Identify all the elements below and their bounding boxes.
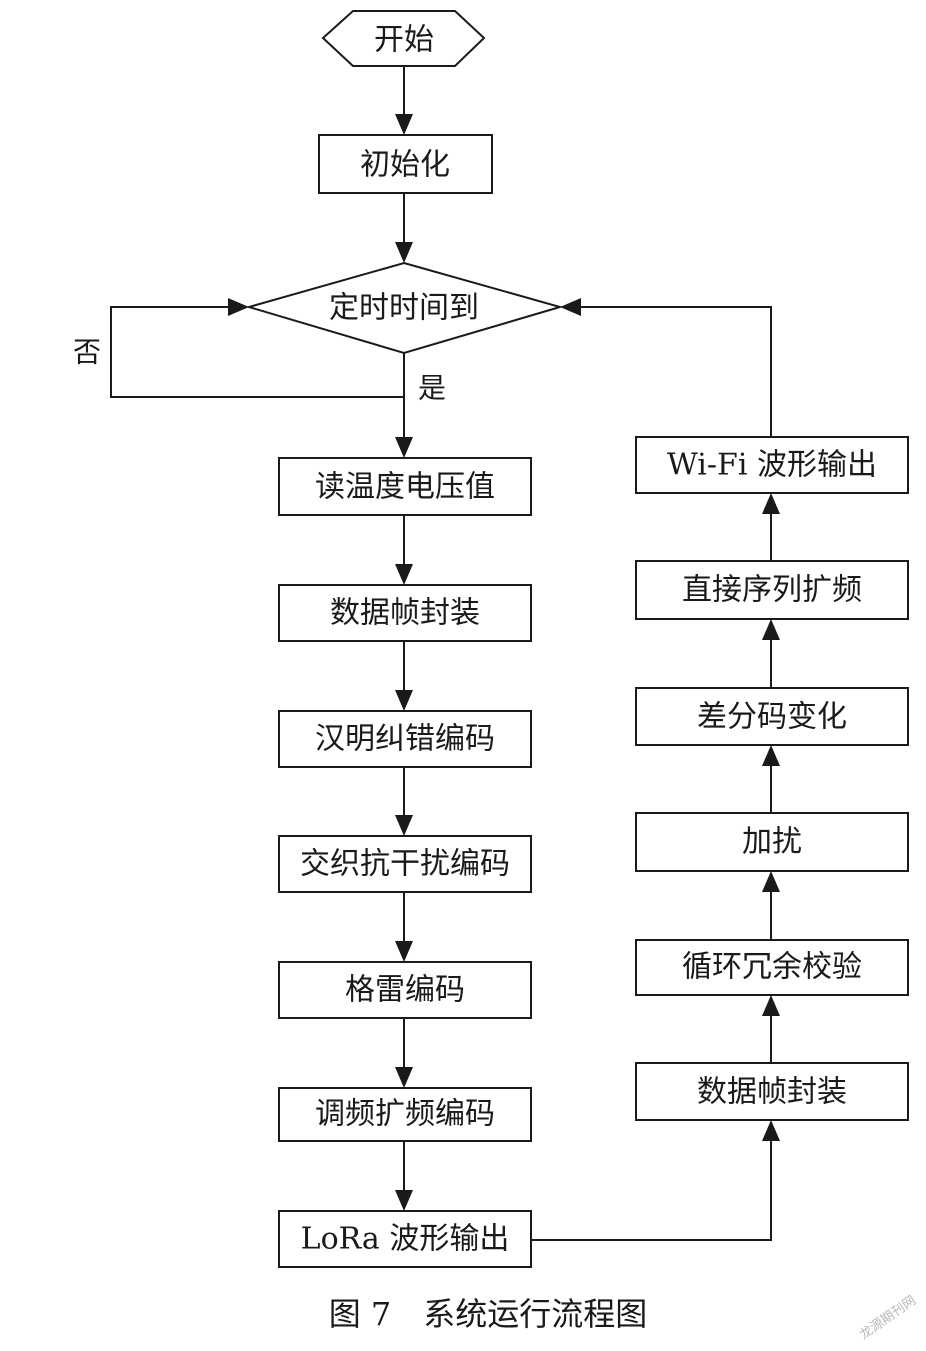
right-step-label: 循环冗余校验 (682, 950, 862, 985)
figure-caption: 图 7 系统运行流程图 (329, 1295, 648, 1333)
right-column: 数据帧封装 循环冗余校验 加扰 差分码变化 直接序列扩频 Wi-Fi 波形输出 (635, 436, 909, 1121)
connector-lora-to-right (531, 1141, 772, 1241)
connectors (110, 66, 772, 1241)
right-step: 循环冗余校验 (635, 939, 909, 996)
arrowhead (762, 619, 780, 640)
arrowhead (395, 437, 413, 458)
left-step: 读温度电压值 (278, 457, 532, 516)
left-step-label: 交织抗干扰编码 (300, 847, 510, 882)
start-terminal: 开始 (321, 10, 486, 67)
right-step-label: 加扰 (742, 825, 802, 860)
left-step: 汉明纠错编码 (278, 710, 532, 768)
left-step: 格雷编码 (278, 961, 532, 1019)
right-step: 数据帧封装 (635, 1062, 909, 1121)
arrowhead (395, 690, 413, 711)
connector-wifi-to-decision (581, 306, 772, 437)
start-label: 开始 (374, 23, 434, 58)
arrowheads (228, 114, 780, 1211)
left-step: 交织抗干扰编码 (278, 835, 532, 893)
left-column: 读温度电压值 数据帧封装 汉明纠错编码 交织抗干扰编码 格雷编码 调频扩频编码 … (278, 457, 532, 1268)
watermark: 龙源期刊网 (857, 1293, 919, 1343)
left-step-label: 数据帧封装 (330, 596, 480, 631)
left-step-label: LoRa 波形输出 (301, 1222, 510, 1257)
arrowhead (395, 1067, 413, 1088)
right-step: 直接序列扩频 (635, 560, 909, 620)
init-step: 初始化 (318, 134, 493, 194)
arrowhead (395, 815, 413, 836)
right-step: 差分码变化 (635, 687, 909, 746)
right-step-label: Wi-Fi 波形输出 (667, 448, 877, 483)
right-step: 加扰 (635, 812, 909, 872)
arrowhead (395, 564, 413, 585)
right-step: Wi-Fi 波形输出 (635, 436, 909, 494)
right-step-label: 直接序列扩频 (682, 573, 862, 608)
arrowhead (395, 114, 413, 135)
arrowhead (762, 1120, 780, 1141)
branch-no-label: 否 (73, 336, 101, 369)
arrowhead (395, 1190, 413, 1211)
branch-yes-label: 是 (418, 372, 446, 405)
left-step-label: 读温度电压值 (315, 470, 495, 505)
right-step-label: 差分码变化 (697, 700, 847, 735)
init-label: 初始化 (360, 148, 450, 183)
arrowhead (228, 298, 249, 316)
arrowhead (560, 298, 581, 316)
arrowhead (762, 493, 780, 514)
left-step-label: 汉明纠错编码 (315, 722, 495, 757)
arrowhead (762, 995, 780, 1016)
left-step: LoRa 波形输出 (278, 1210, 532, 1268)
decision-timer: 定时时间到 (245, 261, 564, 355)
left-step: 调频扩频编码 (278, 1087, 532, 1142)
right-step-label: 数据帧封装 (697, 1075, 847, 1110)
arrowhead (395, 941, 413, 962)
decision-label: 定时时间到 (329, 291, 479, 326)
left-step: 数据帧封装 (278, 584, 532, 642)
left-step-label: 调频扩频编码 (315, 1097, 495, 1132)
arrowhead (762, 745, 780, 766)
arrowhead (395, 242, 413, 263)
left-step-label: 格雷编码 (345, 973, 465, 1008)
arrowhead (762, 871, 780, 892)
